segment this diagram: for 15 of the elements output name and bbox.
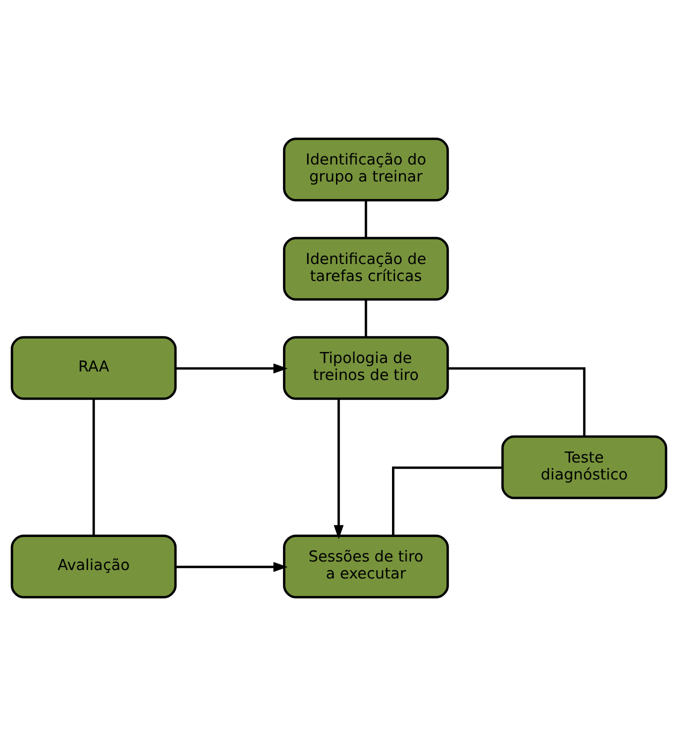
- connector: [364, 299, 368, 337]
- node-box: Identificação de tarefas críticas: [283, 236, 449, 300]
- connector: [448, 366, 586, 436]
- node-box: Sessões de tiro a executar: [283, 534, 449, 598]
- node-box: Avaliação: [10, 534, 177, 598]
- connector: [364, 200, 368, 238]
- node-box: RAA: [10, 336, 177, 400]
- node-box: Teste diagnóstico: [501, 434, 668, 499]
- node-box: Identificação do grupo a treinar: [283, 137, 449, 201]
- arrow: [334, 398, 344, 539]
- connector: [392, 466, 502, 536]
- arrow: [176, 363, 288, 373]
- node-box: Tipologia de treinos de tiro: [283, 336, 449, 400]
- arrow: [176, 562, 288, 572]
- connector: [92, 398, 95, 536]
